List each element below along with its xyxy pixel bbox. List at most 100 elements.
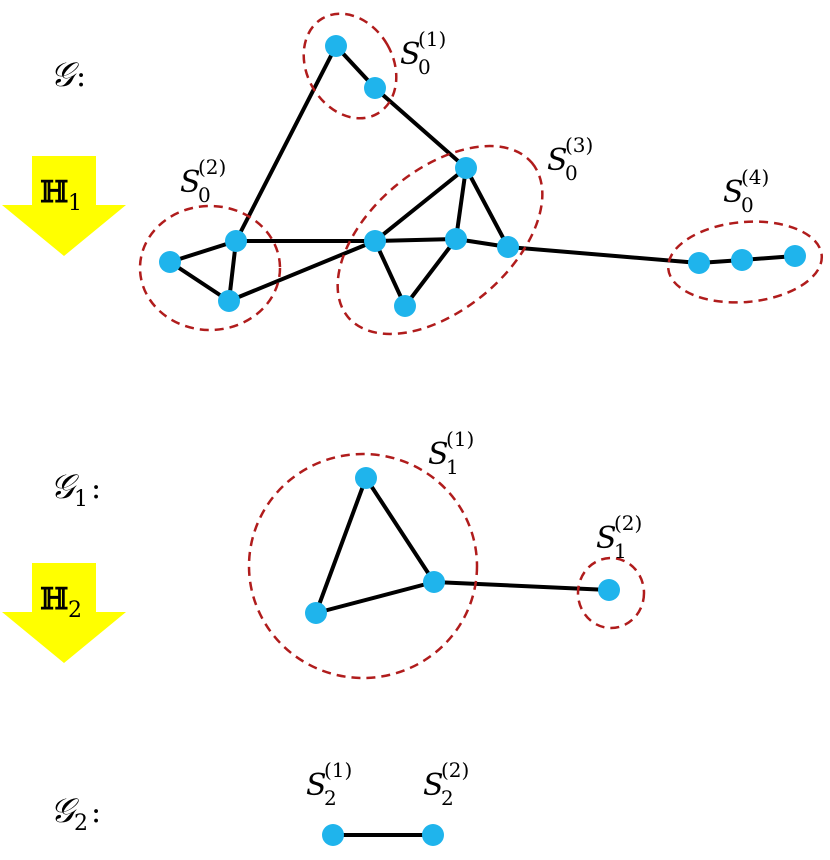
label-base: S <box>723 175 744 210</box>
label-s0-4: S 0 (4) <box>723 165 769 217</box>
label-base: S <box>180 165 201 200</box>
down-arrow-icon <box>2 563 126 663</box>
label-base: S <box>306 768 327 803</box>
node <box>159 251 181 273</box>
cluster-s0-4 <box>666 220 824 304</box>
node <box>784 245 806 267</box>
operator-arrow-1: ℍ 1 <box>2 156 126 256</box>
node <box>218 290 240 312</box>
label-base: S <box>400 37 421 72</box>
edge <box>403 237 458 308</box>
edge <box>373 237 458 243</box>
edge <box>373 239 407 308</box>
label-superscript: (1) <box>324 758 352 782</box>
edge <box>234 44 338 243</box>
edge <box>432 580 611 592</box>
edge <box>454 166 468 241</box>
label-base: S <box>428 437 449 472</box>
edge <box>364 476 436 584</box>
label-subscript: 2 <box>441 786 454 810</box>
edge <box>168 239 238 264</box>
label-superscript: (2) <box>198 155 226 179</box>
node <box>364 230 386 252</box>
clusters-level-0 <box>138 12 824 336</box>
graph-subscript: 2 <box>74 811 88 836</box>
cluster-s1-2 <box>576 556 646 630</box>
edge <box>314 476 368 615</box>
graph-level-0 <box>138 12 824 336</box>
node <box>355 467 377 489</box>
edge <box>168 260 231 303</box>
graph-level-2 <box>322 824 444 846</box>
cluster-s0-2 <box>138 204 282 332</box>
node <box>445 228 467 250</box>
edge <box>373 166 468 243</box>
node <box>325 35 347 57</box>
graph-symbol: 𝒢 <box>50 467 79 507</box>
operator-symbol: ℍ <box>40 175 68 210</box>
node <box>394 295 416 317</box>
label-subscript: 1 <box>614 539 627 563</box>
node <box>423 571 445 593</box>
node <box>225 230 247 252</box>
label-s1-1: S 1 (1) <box>428 427 474 479</box>
operator-arrow-2: ℍ 2 <box>2 563 126 663</box>
edge <box>506 245 701 265</box>
node <box>305 602 327 624</box>
graph-level-1 <box>247 452 646 680</box>
label-subscript: 0 <box>418 55 431 79</box>
clusters-level-1 <box>247 452 646 680</box>
graph-colon: : <box>76 59 86 94</box>
nodes-level-0 <box>159 35 806 317</box>
node <box>497 236 519 258</box>
cluster-s0-1 <box>302 12 398 120</box>
node <box>688 252 710 274</box>
edge <box>314 580 436 615</box>
down-arrow-icon <box>2 156 126 256</box>
label-subscript: 0 <box>741 193 754 217</box>
operator-symbol: ℍ <box>40 582 68 617</box>
label-superscript: (1) <box>446 427 474 451</box>
node <box>422 824 444 846</box>
graph-colon: : <box>91 795 101 830</box>
label-subscript: 2 <box>324 786 337 810</box>
graph-label-g1: 𝒢 1 : <box>50 467 101 512</box>
operator-subscript: 2 <box>68 598 82 623</box>
edges-level-1 <box>314 476 611 615</box>
edge <box>227 239 377 303</box>
operator-subscript: 1 <box>68 191 82 216</box>
label-s2-2: S 2 (2) <box>423 758 469 810</box>
cluster-s1-1 <box>247 452 479 680</box>
edge <box>464 166 510 249</box>
label-subscript: 0 <box>565 161 578 185</box>
node <box>322 824 344 846</box>
graph-subscript: 1 <box>74 487 88 512</box>
graph-label-g: 𝒢 : <box>50 55 86 95</box>
label-superscript: (1) <box>418 27 446 51</box>
label-superscript: (4) <box>741 165 769 189</box>
label-subscript: 0 <box>198 183 211 207</box>
edge <box>373 86 468 170</box>
node <box>455 157 477 179</box>
graph-symbol: 𝒢 <box>50 55 79 95</box>
label-subscript: 1 <box>446 455 459 479</box>
graph-colon: : <box>91 471 101 506</box>
node <box>364 77 386 99</box>
node <box>731 249 753 271</box>
nodes-level-1 <box>305 467 620 624</box>
label-superscript: (3) <box>565 133 593 157</box>
cluster-s0-3 <box>336 144 544 336</box>
label-s2-1: S 2 (1) <box>306 758 352 810</box>
label-s1-2: S 1 (2) <box>596 511 642 563</box>
label-superscript: (2) <box>441 758 469 782</box>
edges-level-0 <box>168 44 797 308</box>
label-superscript: (2) <box>614 511 642 535</box>
node <box>598 579 620 601</box>
graph-label-g2: 𝒢 2 : <box>50 791 101 836</box>
label-base: S <box>423 768 444 803</box>
label-base: S <box>547 143 568 178</box>
label-s0-3: S 0 (3) <box>547 133 593 185</box>
label-s0-1: S 0 (1) <box>400 27 446 79</box>
label-s0-2: S 0 (2) <box>180 155 226 207</box>
